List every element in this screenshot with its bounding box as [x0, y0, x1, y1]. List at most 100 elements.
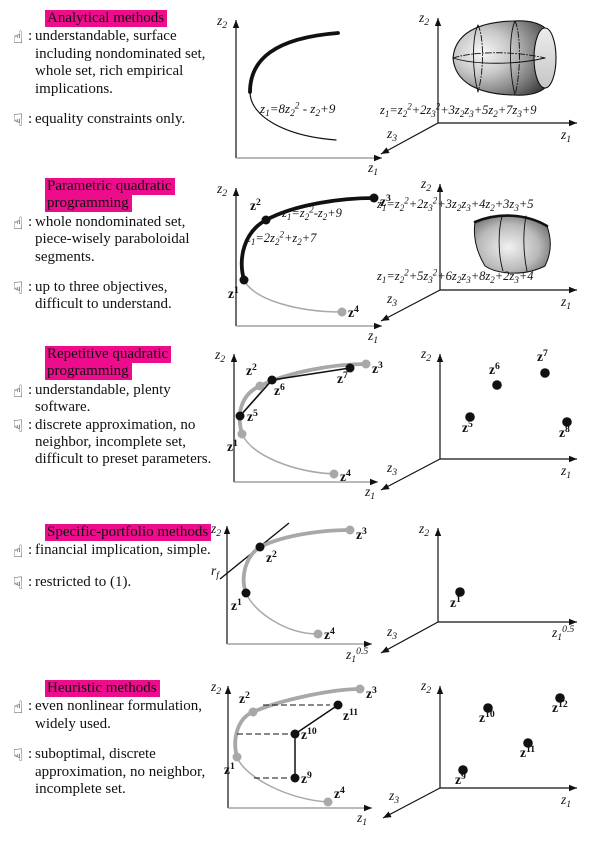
- z2-axis-label: z2: [420, 678, 431, 696]
- z2-axis: [436, 686, 444, 788]
- method-title: Parametric quadratic programming: [45, 178, 175, 213]
- y-axis: [224, 686, 232, 808]
- thumbs-up-icon: ☝: [12, 381, 24, 402]
- x-axis: [228, 804, 372, 812]
- z1-axis: [440, 286, 577, 294]
- mesh-line: [510, 20, 516, 96]
- mesh-line: [473, 24, 479, 93]
- point-label: z3: [380, 193, 391, 209]
- z1-axis-label: z10.5: [551, 624, 574, 643]
- point-label: z10: [301, 726, 317, 742]
- point-label: z4: [324, 626, 335, 642]
- point-label: z6: [274, 382, 285, 398]
- y-axis: [232, 20, 240, 158]
- pros-colon: :: [28, 28, 33, 45]
- dominated-curve: [245, 592, 319, 635]
- point-z2: [255, 542, 265, 552]
- method-title: Analytical methods: [45, 10, 168, 27]
- thumbs-down-icon: ☟: [12, 416, 24, 437]
- surface-patch: [473, 215, 551, 274]
- point-z9: [290, 773, 300, 783]
- z3-axis: [380, 289, 441, 322]
- method-title: Specific-portfolio methods: [45, 524, 212, 541]
- point-label: z2: [250, 197, 261, 213]
- point-z4: [329, 469, 339, 479]
- point-label: z7: [337, 370, 348, 386]
- z2-axis-label: z2: [420, 346, 431, 364]
- z2-axis: [434, 528, 442, 622]
- point-label: z10: [479, 709, 495, 725]
- y-axis: [223, 526, 231, 644]
- mesh-line-hidden: [452, 52, 546, 59]
- cons-text: up to three objectives, difficult to und…: [35, 278, 172, 313]
- mesh-line: [452, 57, 546, 64]
- equation: z1=2z22+z2+7: [245, 230, 317, 248]
- x-axis-label: z10.5: [345, 646, 368, 665]
- method-row: Heuristic methods ☝: even nonlinear form…: [0, 678, 615, 853]
- cons-colon: :: [28, 574, 33, 591]
- point-z6: [492, 380, 502, 390]
- x-axis-label: z1: [367, 160, 378, 176]
- cons-block: ☟: suboptimal, discrete approximation, n…: [8, 746, 212, 798]
- pros-colon: :: [28, 381, 33, 398]
- method-title-line: Specific-portfolio methods: [45, 524, 212, 541]
- z3-axis-label: z3: [386, 126, 397, 144]
- point-z6: [267, 375, 277, 385]
- thumbs-up-icon: ☝: [12, 28, 24, 49]
- mesh-line: [498, 215, 504, 272]
- point-z3: [361, 359, 371, 369]
- method-title: Heuristic methods: [45, 680, 160, 697]
- point-label: z6: [489, 361, 500, 377]
- search-step-line: [294, 704, 339, 735]
- x-axis-label: z1: [364, 484, 375, 502]
- method-title-line: Parametric quadratic programming: [45, 178, 212, 213]
- point-z5: [235, 411, 245, 421]
- point-z7: [540, 368, 550, 378]
- point-label: z12: [552, 699, 568, 715]
- pros-block: ☝: even nonlinear formulation, widely us…: [8, 698, 212, 733]
- point-label: z2: [246, 362, 257, 378]
- point-label: z8: [559, 424, 570, 440]
- point-label: z3: [372, 360, 383, 376]
- point-z1: [232, 752, 242, 762]
- point-label: z1: [224, 761, 235, 777]
- y-axis-label: z2: [216, 181, 227, 199]
- cons-colon: :: [28, 746, 33, 763]
- cons-colon: :: [28, 416, 33, 433]
- point-label: z9: [455, 771, 466, 787]
- point-z4: [323, 797, 333, 807]
- y-axis-label: z2: [214, 347, 225, 365]
- point-z4: [337, 307, 347, 317]
- point-z10: [483, 703, 493, 713]
- point-z2: [261, 215, 271, 225]
- pros-text: financial implication, simple.: [35, 542, 211, 559]
- point-label: z1: [450, 594, 461, 610]
- point-label: z4: [340, 468, 351, 484]
- z1-axis-label: z1: [560, 294, 571, 312]
- y-axis: [232, 188, 240, 326]
- z3-axis: [380, 122, 439, 155]
- point-z7: [345, 363, 355, 373]
- cons-text: equality constraints only.: [35, 110, 186, 127]
- point-z1: [241, 588, 251, 598]
- method-description: Analytical methods ☝: understandable, su…: [8, 10, 212, 130]
- thumbs-down-icon: ☟: [12, 746, 24, 767]
- z3-axis-label: z3: [386, 624, 397, 642]
- point-z9: [458, 765, 468, 775]
- point-label: z11: [520, 744, 535, 760]
- z2-axis: [436, 184, 444, 290]
- nondominated-curve: [248, 31, 340, 94]
- method-title-line: Heuristic methods: [45, 680, 212, 697]
- equation: z1=z22+5z32+6z2z3+8z2+2z3+4: [376, 268, 534, 286]
- z3-axis-label: z3: [386, 291, 397, 309]
- nondominated-curve: [233, 687, 362, 759]
- paraboloid-surface: [452, 20, 546, 96]
- pros-text: understandable, plenty software.: [35, 381, 171, 416]
- thumbs-up-icon: ☝: [12, 542, 24, 563]
- method-title-line: Analytical methods: [45, 10, 212, 27]
- point-label: z9: [301, 770, 312, 786]
- pros-block: ☝: understandable, plenty software.: [8, 382, 212, 417]
